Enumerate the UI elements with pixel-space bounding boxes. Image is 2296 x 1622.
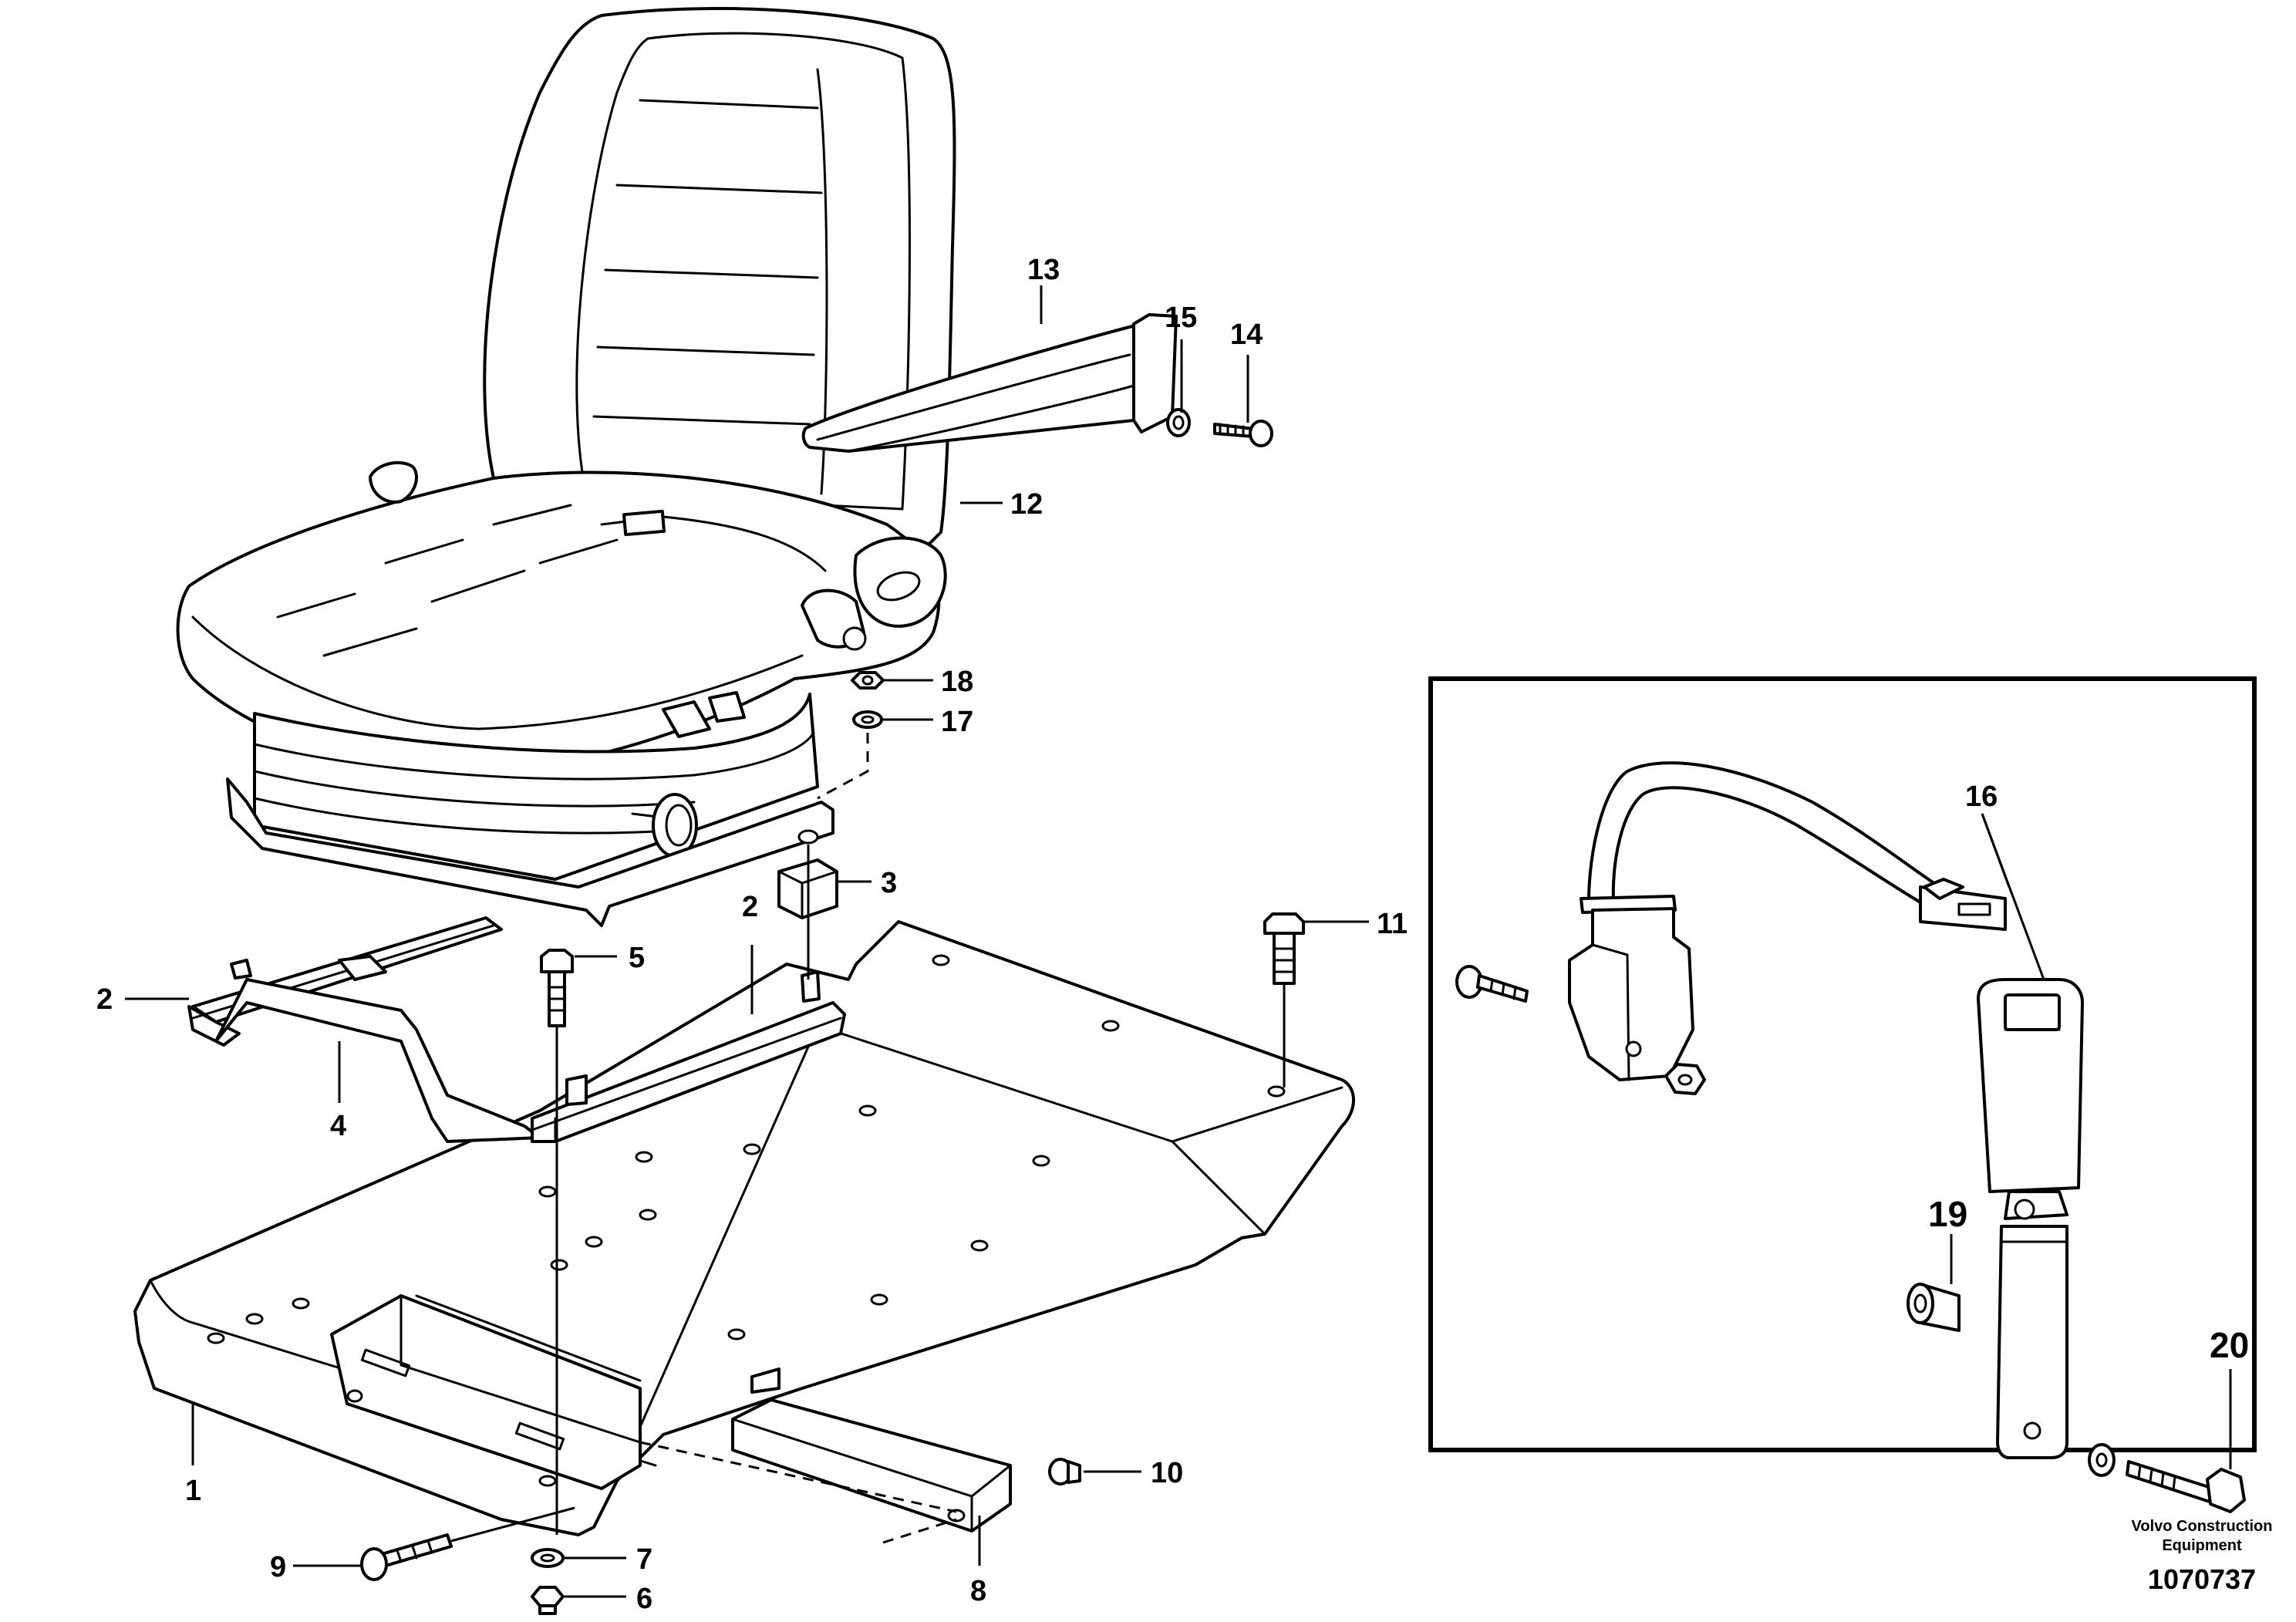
seat-belt-inset: 16 19 20 xyxy=(1428,676,2257,1513)
callout-18: 18 xyxy=(941,666,973,698)
callout-2-right: 2 xyxy=(742,891,758,923)
washer-7 xyxy=(531,1548,565,1568)
belt-retractor xyxy=(1568,907,1694,1081)
lap-belt xyxy=(600,515,827,572)
slide-rail-8 xyxy=(731,1367,1012,1533)
callout-19: 19 xyxy=(1928,1194,1967,1234)
rivet-nut-10 xyxy=(1048,1458,1081,1485)
belt-buckle xyxy=(1977,978,2084,1193)
spacer-19 xyxy=(1907,1283,1961,1332)
seat-lever xyxy=(369,460,418,504)
buckle-stalk xyxy=(1996,1225,2068,1459)
nut-6 xyxy=(531,1586,565,1615)
bolt-20 xyxy=(2126,1460,2246,1513)
washer-15 xyxy=(1166,408,1191,437)
washer-20 xyxy=(2088,1443,2116,1477)
release-bar-4 xyxy=(214,978,541,1143)
assembly-line-8 xyxy=(639,1441,957,1513)
brand-line-2: Equipment xyxy=(2162,1537,2242,1554)
retractor-nut xyxy=(1664,1063,1706,1095)
slide-rail-right xyxy=(531,970,846,1143)
callout-17: 17 xyxy=(941,706,973,738)
seat-bottom-frame xyxy=(226,777,834,927)
callout-4: 4 xyxy=(330,1110,346,1142)
callout-12: 12 xyxy=(1010,488,1043,521)
callout-9: 9 xyxy=(270,1551,286,1583)
callout-16: 16 xyxy=(1965,781,1998,813)
callout-8: 8 xyxy=(970,1575,986,1607)
callout-5: 5 xyxy=(629,942,645,974)
assembly-line-9b xyxy=(450,1506,575,1543)
screw-14 xyxy=(1213,420,1273,447)
bolt-5 xyxy=(540,949,574,1027)
document-number: 1070737 xyxy=(2148,1563,2256,1595)
nut-18 xyxy=(851,671,885,690)
callout-10: 10 xyxy=(1151,1457,1183,1489)
retractor-bolt xyxy=(1455,965,1529,1003)
callout-2-left: 2 xyxy=(96,983,113,1016)
assembly-line-17 xyxy=(817,733,869,800)
adjustment-knob xyxy=(631,793,698,858)
callout-leaders xyxy=(125,285,1369,1598)
base-plate xyxy=(133,920,1355,1536)
backrest-panel xyxy=(575,32,911,511)
washer-17 xyxy=(852,710,883,729)
bolt-9 xyxy=(360,1533,453,1581)
callout-1: 1 xyxy=(185,1475,201,1507)
callout-20: 20 xyxy=(2210,1325,2249,1365)
assembly-line-9 xyxy=(882,1518,957,1544)
callout-13: 13 xyxy=(1027,254,1060,286)
callout-11: 11 xyxy=(1377,908,1408,940)
brand-line-1: Volvo Construction xyxy=(2132,1518,2273,1535)
callout-15: 15 xyxy=(1165,302,1197,334)
seat-assembly xyxy=(176,7,956,927)
bolt-11 xyxy=(1263,912,1305,985)
buckle-hinge xyxy=(2004,1190,2068,1220)
callout-14: 14 xyxy=(1230,319,1263,351)
callout-3: 3 xyxy=(881,867,897,899)
callout-6: 6 xyxy=(636,1583,652,1615)
callout-7: 7 xyxy=(636,1543,652,1576)
inset-frame xyxy=(1428,676,2257,1452)
armrest xyxy=(801,313,1178,453)
